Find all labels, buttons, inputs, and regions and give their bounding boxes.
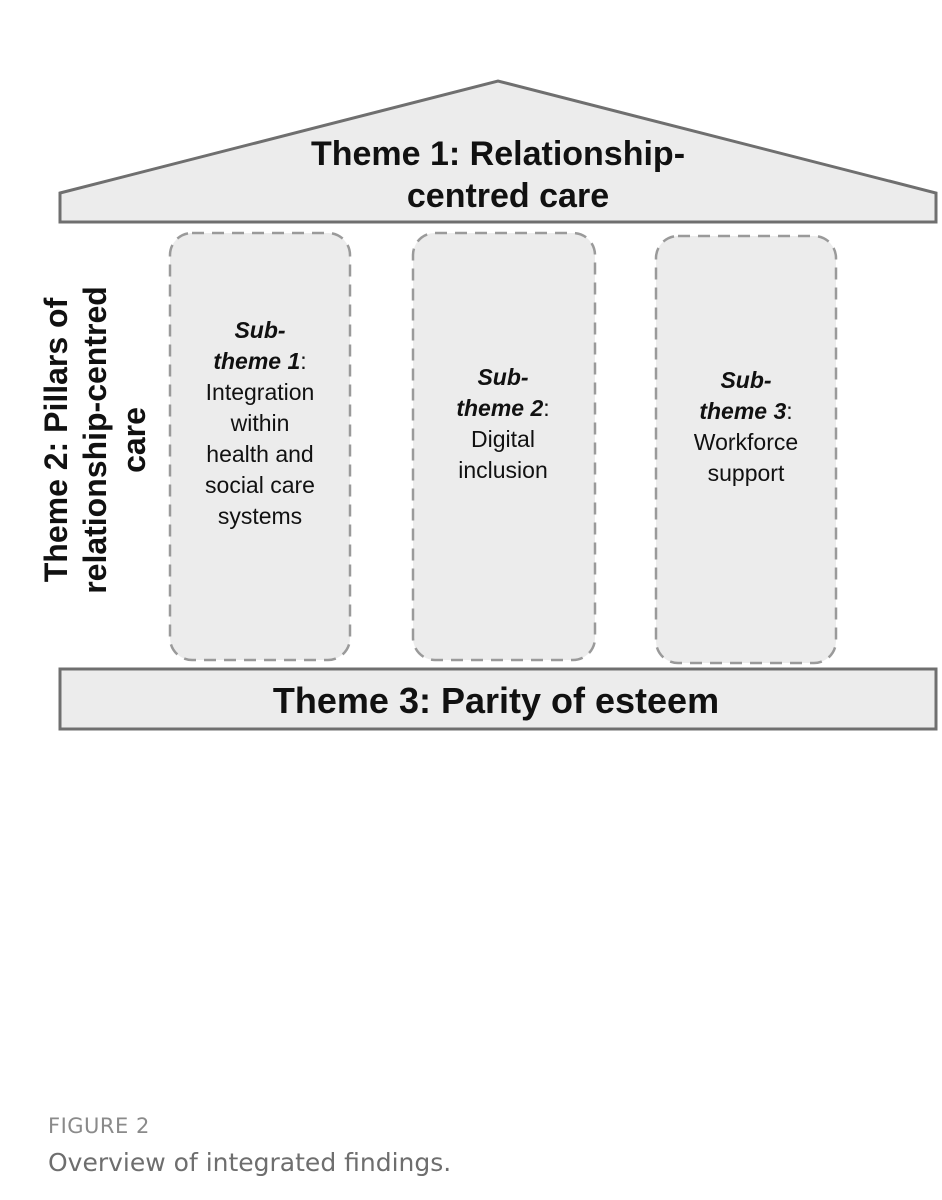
pillar-3-text: Sub-theme 3: Workforce support [694, 367, 798, 486]
base-label: Theme 3: Parity of esteem [273, 680, 719, 721]
pillar-1-title-line: theme 1: [213, 348, 306, 374]
pillar-subtheme-3: Sub-theme 3: Workforce support [654, 234, 838, 665]
pillar-2-title-line: theme 2: [456, 395, 549, 421]
pillar-1-body-line: Integration [206, 379, 315, 405]
pillar-1-text: Sub-theme 1: Integration within health and s… [205, 317, 315, 529]
pillar-subtheme-1: Sub-theme 1: Integration within health and s… [168, 231, 352, 662]
pillar-subtheme-2: Sub-theme 2: Digital inclusion [411, 231, 597, 662]
pillar-2-box [411, 231, 597, 662]
side-label-line-1: Theme 2: Pillars of [38, 297, 74, 582]
pillar-1-title-line: Sub- [234, 317, 285, 343]
roof-label-line-1: Theme 1: Relationship- [311, 135, 685, 173]
pillar-3-body-line: support [708, 460, 785, 486]
pillar-2-body-line: inclusion [458, 457, 548, 483]
pillar-3-title-line: Sub- [720, 367, 771, 393]
pillar-2-title-line: Sub- [477, 364, 528, 390]
roof-shape [58, 79, 938, 224]
side-label-line-2: relationship-centred [77, 286, 113, 594]
figure-label: FIGURE 2 [48, 1114, 150, 1138]
roof-label-line-2: centred care [407, 177, 609, 215]
pillar-2-body-line: Digital [471, 426, 535, 452]
pillar-1-body-line: systems [218, 503, 302, 529]
pillar-1-body-line: social care [205, 472, 315, 498]
pillar-2-text: Sub-theme 2: Digital inclusion [456, 364, 549, 483]
base-shape [58, 667, 938, 731]
figure-caption: Overview of integrated findings. [48, 1148, 452, 1177]
pillar-1-body-line: health and [206, 441, 313, 467]
pillar-3-box [654, 234, 838, 665]
pillar-3-body-line: Workforce [694, 429, 798, 455]
pillar-1-body-line: within [230, 410, 290, 436]
pillar-3-title-line: theme 3: [699, 398, 792, 424]
side-label-line-3: care [116, 407, 152, 473]
pillar-1-box [168, 231, 352, 662]
side-label: Theme 2: Pillars of relationship-centred… [38, 286, 152, 594]
